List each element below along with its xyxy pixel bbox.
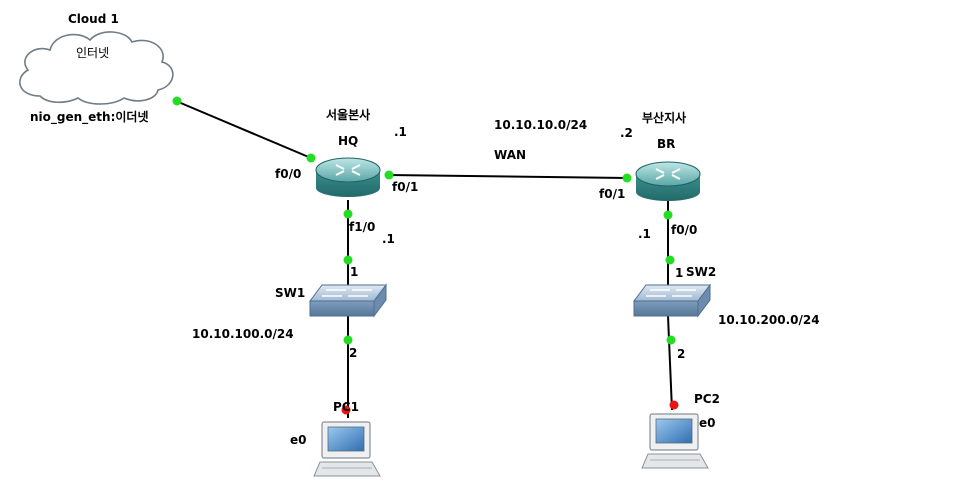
hq-router-icon[interactable] — [315, 157, 381, 197]
hq-port-f0-1-label: f0/1 — [392, 180, 419, 194]
pc2-port-label: e0 — [699, 416, 716, 430]
cloud-name-label: Cloud 1 — [68, 12, 119, 26]
port-dot-br-f0-0 — [663, 210, 673, 220]
port-dot-sw2-1 — [665, 255, 675, 265]
link-sw2-pc2[interactable] — [667, 315, 673, 411]
hq-wan-host-label: .1 — [394, 125, 407, 139]
sw1-name-label: SW1 — [275, 286, 306, 300]
cloud-inner-label: 인터넷 — [76, 46, 110, 60]
port-dot-hq-f1-0 — [343, 209, 353, 219]
sw2-port-up-label: 1 — [675, 266, 684, 280]
hq-location-label: 서울본사 — [326, 108, 371, 122]
pc1-name-label: PC1 — [333, 400, 359, 414]
pc2-name-label: PC2 — [694, 392, 720, 406]
pc2-computer-icon[interactable] — [641, 413, 709, 469]
hq-port-f0-0-label: f0/0 — [275, 167, 302, 181]
br-wan-host-label: .2 — [620, 126, 633, 140]
port-dot-sw2-2 — [666, 335, 676, 345]
sw1-port-up-label: 1 — [350, 265, 359, 279]
wan-name-label: WAN — [494, 148, 527, 162]
cloud-node[interactable] — [19, 31, 174, 105]
sw2-name-label: SW2 — [686, 265, 717, 279]
cloud-icon — [19, 31, 174, 105]
lan-hq-subnet-label: 10.10.100.0/24 — [192, 327, 294, 341]
hq-lan-host-label: .1 — [382, 232, 395, 246]
lan-br-subnet-label: 10.10.200.0/24 — [718, 313, 820, 327]
br-name-label: BR — [657, 137, 676, 151]
br-location-label: 부산지사 — [642, 111, 687, 125]
sw1-port-down-label: 2 — [349, 346, 358, 360]
link-hq-br[interactable] — [387, 174, 628, 179]
cloud-port-label: nio_gen_eth:이더넷 — [30, 110, 149, 124]
port-dot-hq-f0-1 — [384, 170, 394, 180]
sw2-port-down-label: 2 — [677, 347, 686, 361]
hq-name-label: HQ — [338, 134, 359, 148]
pc1-port-label: e0 — [290, 433, 307, 447]
port-dot-cloud — [172, 96, 182, 106]
port-dot-pc2-e0 — [669, 400, 679, 410]
port-dot-pc1-e0 — [341, 405, 351, 415]
br-port-f0-0-label: f0/0 — [671, 223, 698, 237]
links — [175, 100, 673, 418]
port-status-dots — [172, 96, 679, 415]
port-dot-sw1-1 — [343, 255, 353, 265]
port-dot-sw1-2 — [343, 335, 353, 345]
hq-port-f1-0-label: f1/0 — [349, 220, 376, 234]
link-cloud-hq[interactable] — [175, 100, 312, 159]
br-port-f0-1-label: f0/1 — [599, 187, 626, 201]
br-lan-host-label: .1 — [638, 227, 651, 241]
wan-subnet-label: 10.10.10.0/24 — [494, 118, 588, 132]
sw1-switch-icon[interactable] — [309, 283, 387, 318]
port-dot-hq-f0-0 — [306, 153, 316, 163]
port-dot-br-f0-1 — [622, 173, 632, 183]
pc1-computer-icon[interactable] — [313, 421, 381, 477]
br-router-icon[interactable] — [635, 161, 701, 201]
sw2-switch-icon[interactable] — [633, 283, 711, 318]
